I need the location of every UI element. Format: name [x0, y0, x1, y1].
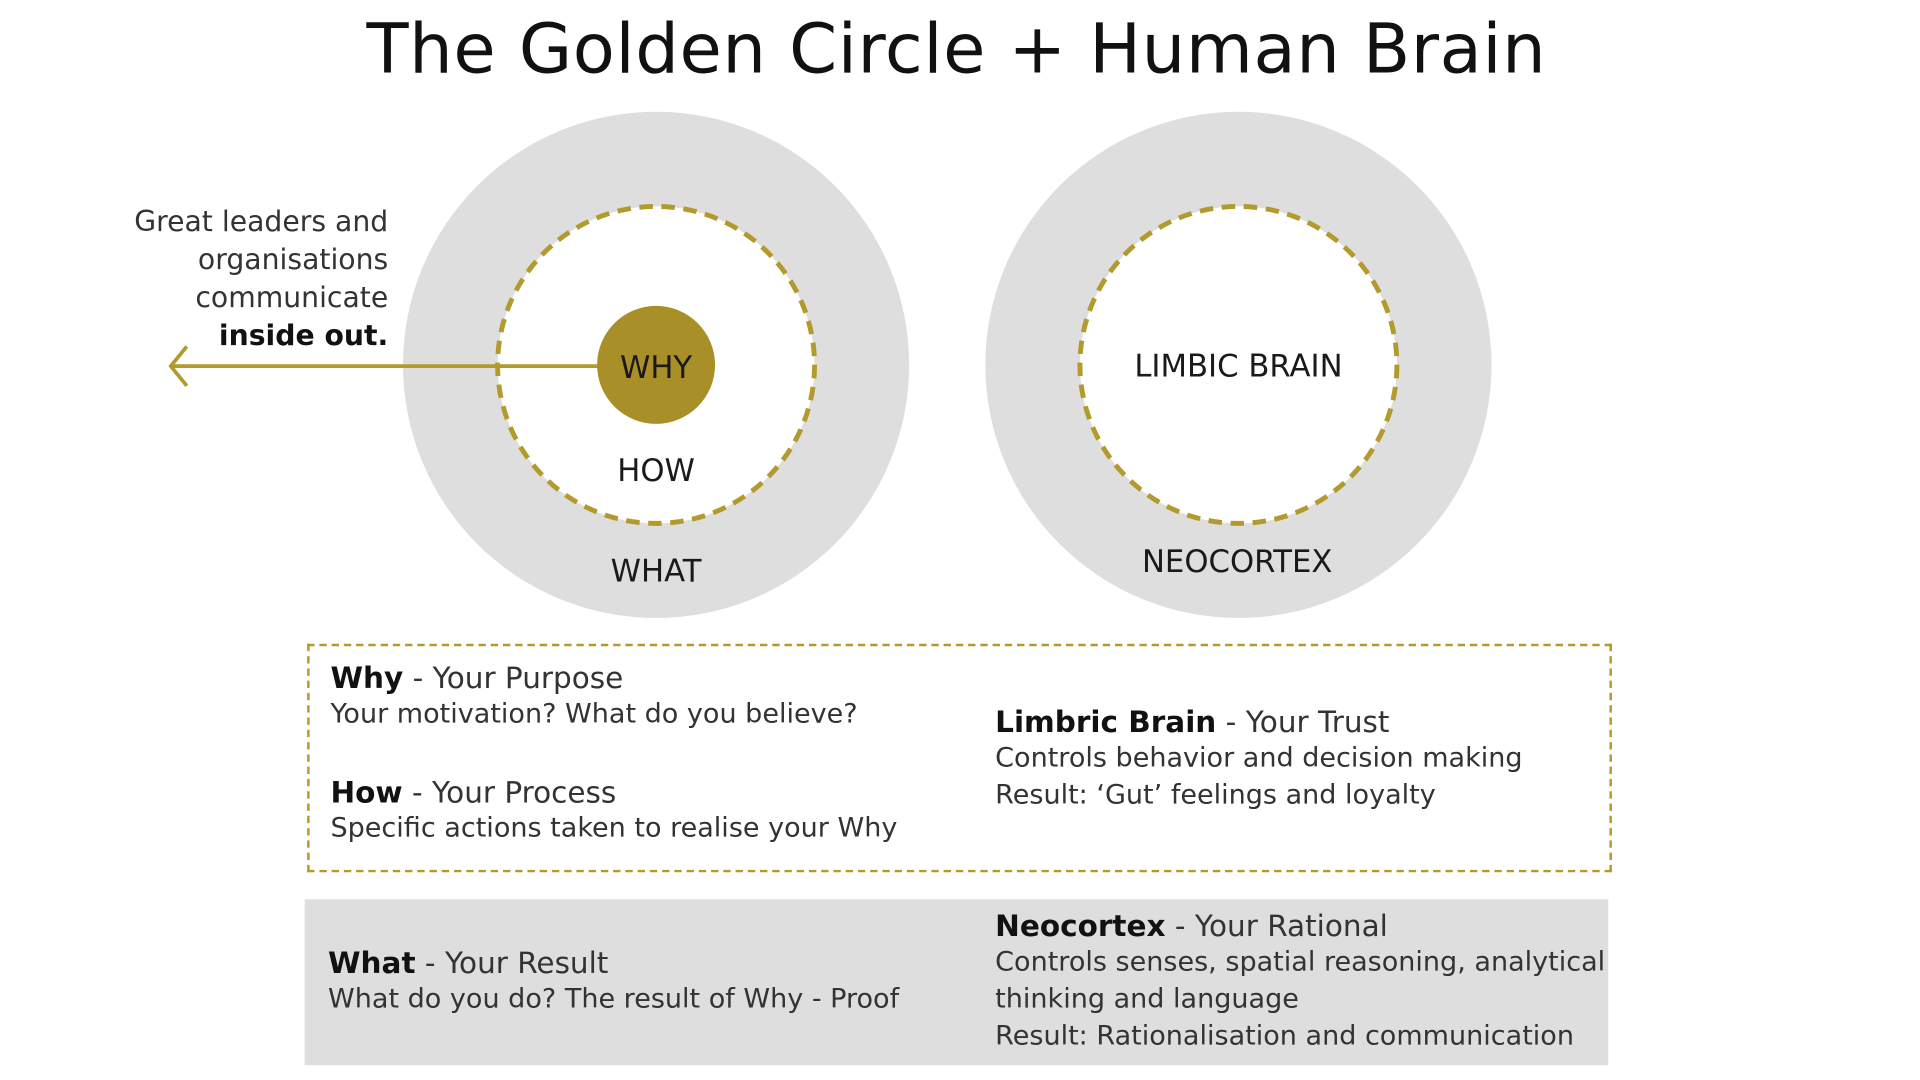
limbic-description-box: [307, 643, 1612, 873]
what-description: What - Your Result What do you do? The r…: [328, 945, 899, 1019]
neocortex-detail: Controls senses, spatial reasoning, anal…: [995, 947, 1606, 978]
note-emphasis: inside out.: [218, 320, 389, 353]
neocortex-description: Neocortex - Your Rational Controls sense…: [995, 908, 1605, 1055]
limbic-heading: Limbric Brain - Your Trust: [995, 704, 1522, 741]
note-line: communicate: [195, 282, 389, 315]
why-detail: Your motivation? What do you believe?: [330, 699, 858, 730]
what-heading: What - Your Result: [328, 945, 899, 982]
why-description: Why - Your Purpose Your motivation? What…: [330, 660, 857, 734]
note-line: Great leaders and: [134, 206, 389, 239]
inside-out-note: Great leaders and organisations communic…: [134, 204, 388, 356]
why-label: WHY: [619, 349, 693, 386]
neocortex-detail: Result: Rationalisation and communicatio…: [995, 1020, 1574, 1052]
limbic-detail: Controls behavior and decision making: [995, 743, 1523, 775]
what-term: What: [328, 946, 416, 981]
limbic-description: Limbric Brain - Your Trust Controls beha…: [995, 704, 1522, 815]
what-label: WHAT: [610, 553, 702, 590]
why-suffix: - Your Purpose: [403, 660, 624, 696]
inside-out-arrowhead: [168, 345, 189, 387]
neocortex-label: NEOCORTEX: [1141, 543, 1333, 580]
neocortex-term: Neocortex: [995, 909, 1166, 944]
limbic-suffix: - Your Trust: [1216, 705, 1390, 740]
what-detail: What do you do? The result of Why - Proo…: [328, 984, 900, 1015]
limbic-term: Limbric Brain: [995, 705, 1217, 740]
how-term: How: [330, 775, 403, 810]
neocortex-heading: Neocortex - Your Rational: [995, 908, 1605, 945]
limbic-brain-label: LIMBIC BRAIN: [1134, 348, 1343, 384]
what-suffix: - Your Result: [415, 946, 609, 981]
how-description: How - Your Process Specific actions take…: [330, 774, 897, 848]
how-label: HOW: [617, 452, 695, 489]
how-detail: Specific actions taken to realise your W…: [330, 813, 898, 845]
limbic-ring: [1077, 203, 1400, 526]
how-suffix: - Your Process: [402, 775, 617, 810]
note-line: organisations: [197, 244, 389, 277]
limbic-detail: Result: ‘Gut’ feelings and loyalty: [995, 780, 1436, 811]
neocortex-suffix: - Your Rational: [1165, 909, 1388, 944]
how-heading: How - Your Process: [330, 774, 897, 811]
neocortex-detail: thinking and language: [995, 984, 1299, 1015]
page-title: The Golden Circle + Human Brain: [366, 9, 1547, 90]
why-term: Why: [330, 660, 404, 696]
neocortex-description-box: [304, 899, 1609, 1066]
why-heading: Why - Your Purpose: [330, 660, 857, 697]
why-core: [597, 305, 716, 424]
